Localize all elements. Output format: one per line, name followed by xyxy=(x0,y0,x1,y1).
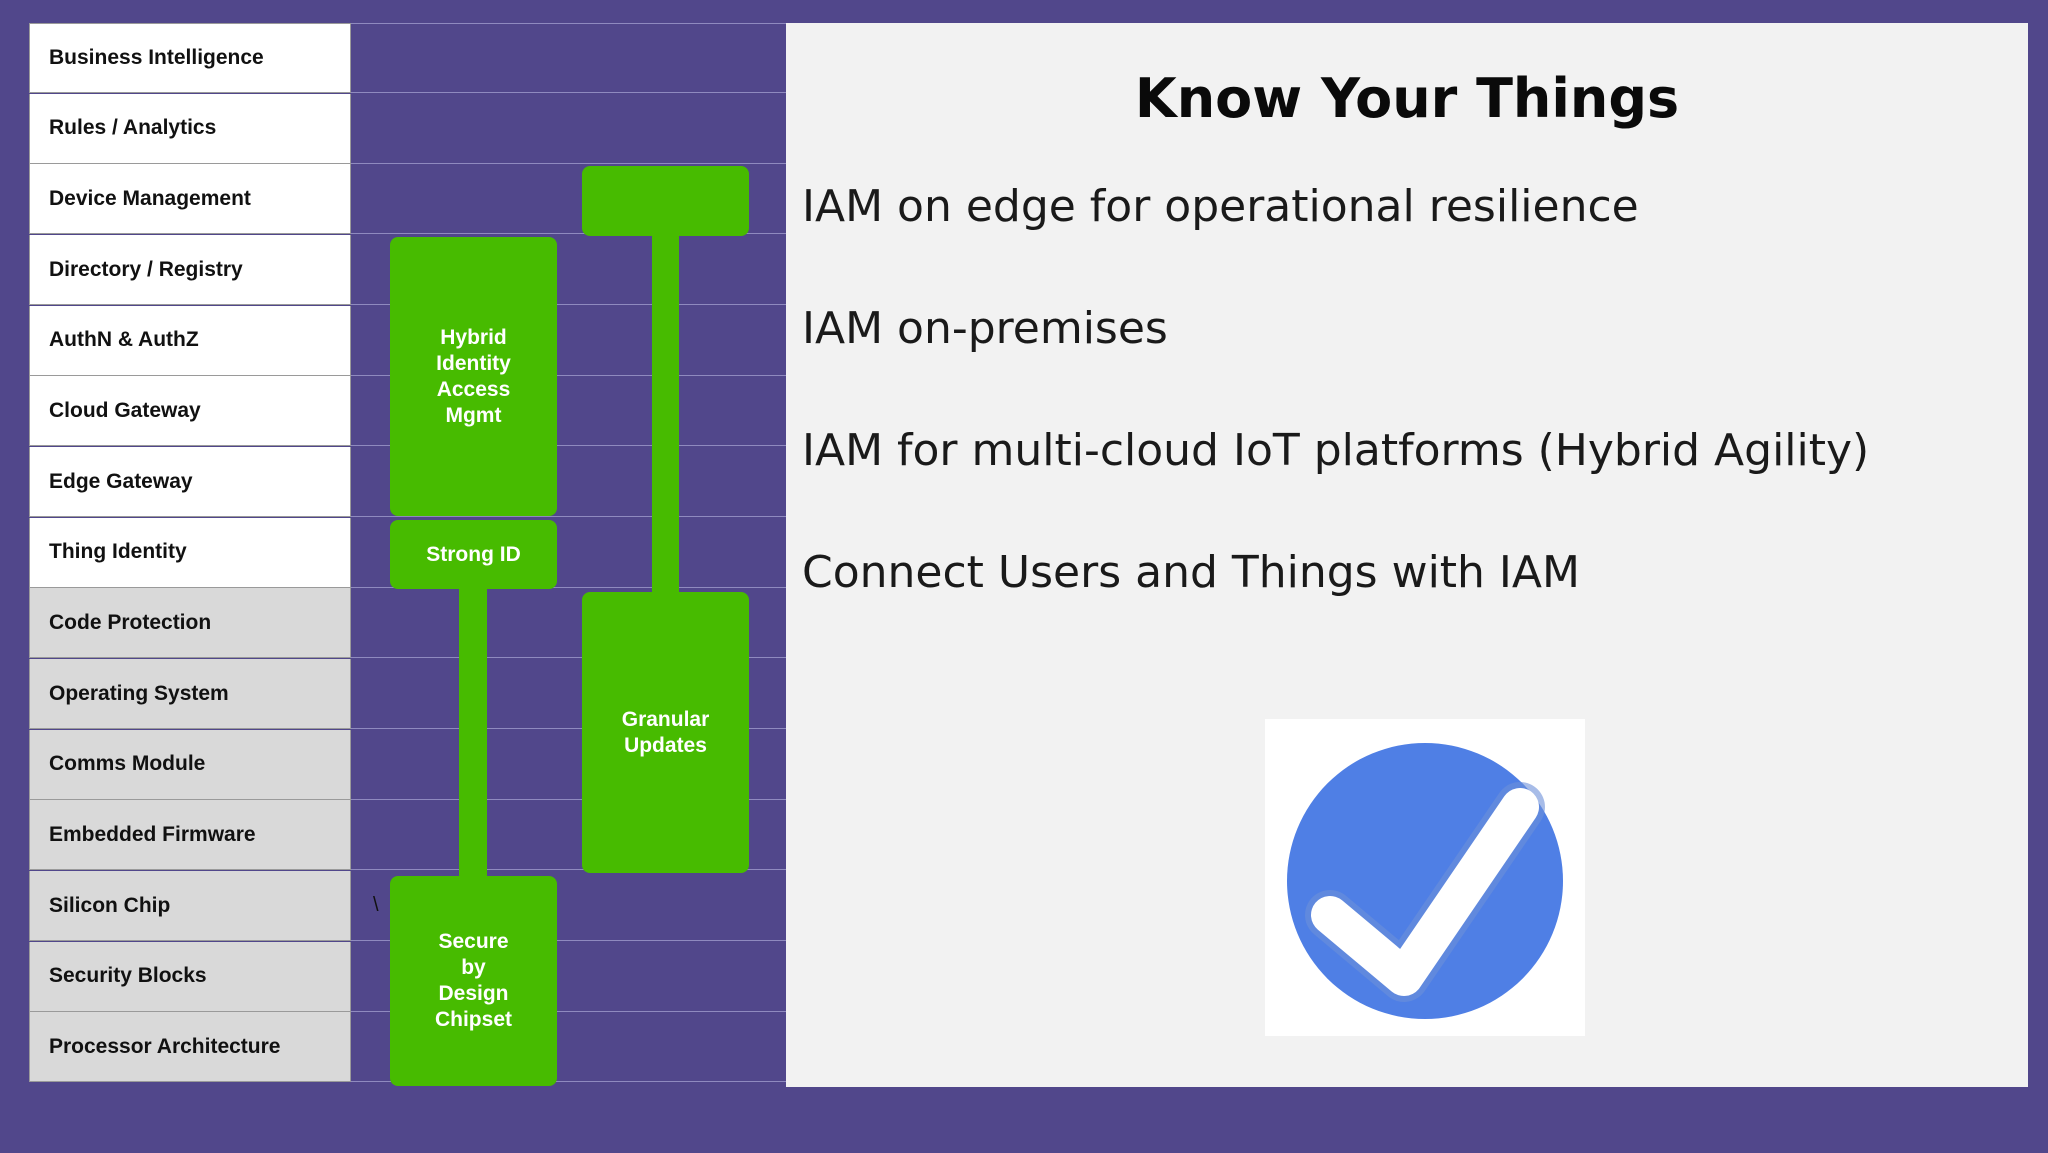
secure-chipset-block: Secure by Design Chipset xyxy=(390,876,557,1086)
checkmark-card xyxy=(1265,719,1585,1036)
layer-row: Security Blocks xyxy=(29,941,786,1012)
layer-label: Thing Identity xyxy=(29,517,351,588)
layer-label: Processor Architecture xyxy=(29,1012,351,1083)
layer-row: Silicon Chip xyxy=(29,871,786,942)
hybrid-iam-block: Hybrid Identity Access Mgmt xyxy=(390,237,557,516)
layer-band xyxy=(351,942,786,1012)
layer-label: Operating System xyxy=(29,659,351,730)
layer-row: Processor Architecture xyxy=(29,1012,786,1083)
layer-row: Directory / Registry xyxy=(29,235,786,305)
layer-band xyxy=(351,518,786,588)
layer-band xyxy=(351,659,786,730)
layer-band xyxy=(351,588,786,659)
layer-label: Device Management xyxy=(29,164,351,235)
layer-row: Edge Gateway xyxy=(29,447,786,518)
layer-band xyxy=(351,800,786,871)
layer-label: Comms Module xyxy=(29,729,351,800)
stray-backslash-mark: \ xyxy=(373,894,379,916)
slide-title: Know Your Things xyxy=(1134,67,1680,130)
layer-row: Thing Identity xyxy=(29,517,786,588)
layer-label: Embedded Firmware xyxy=(29,800,351,871)
checkmark-circle-icon xyxy=(1287,743,1563,1019)
bullet-edge-iam: IAM on edge for operational resilience xyxy=(802,181,1639,232)
layer-label: Silicon Chip xyxy=(29,871,351,942)
layer-row: AuthN & AuthZ xyxy=(29,305,786,376)
layer-band xyxy=(351,730,786,800)
layer-row: Business Intelligence xyxy=(29,23,786,93)
layer-band xyxy=(351,376,786,447)
layer-band xyxy=(351,164,786,235)
layer-label: AuthN & AuthZ xyxy=(29,305,351,376)
layer-label: Security Blocks xyxy=(29,941,351,1012)
layer-band xyxy=(351,306,786,376)
layer-label: Edge Gateway xyxy=(29,447,351,518)
layer-label: Directory / Registry xyxy=(29,235,351,305)
strong-id-block: Strong ID xyxy=(390,520,557,589)
strong-id-chipset-connector xyxy=(459,589,487,876)
content-panel: Know Your Things IAM on edge for operati… xyxy=(786,23,2028,1087)
layer-band xyxy=(351,1012,786,1083)
granular-updates-block: Granular Updates xyxy=(582,592,749,873)
layer-row: Embedded Firmware xyxy=(29,800,786,871)
device-updates-connector xyxy=(652,236,679,592)
layer-row: Cloud Gateway xyxy=(29,376,786,447)
bullet-on-premises: IAM on-premises xyxy=(802,303,1168,354)
device-management-block xyxy=(582,166,749,236)
layer-label: Code Protection xyxy=(29,588,351,659)
layer-label: Cloud Gateway xyxy=(29,376,351,447)
layer-row: Comms Module xyxy=(29,729,786,800)
layer-band xyxy=(351,871,786,942)
layer-label: Business Intelligence xyxy=(29,23,351,93)
layer-band xyxy=(351,447,786,518)
layer-row: Operating System xyxy=(29,659,786,730)
bullet-multi-cloud: IAM for multi-cloud IoT platforms (Hybri… xyxy=(802,425,1870,476)
layer-row: Rules / Analytics xyxy=(29,93,786,164)
layer-label: Rules / Analytics xyxy=(29,93,351,164)
layer-row: Device Management xyxy=(29,164,786,235)
layer-row: Code Protection xyxy=(29,588,786,659)
layer-band xyxy=(351,23,786,93)
layer-band xyxy=(351,235,786,305)
layer-band xyxy=(351,94,786,164)
bullet-connect-users: Connect Users and Things with IAM xyxy=(802,547,1580,598)
